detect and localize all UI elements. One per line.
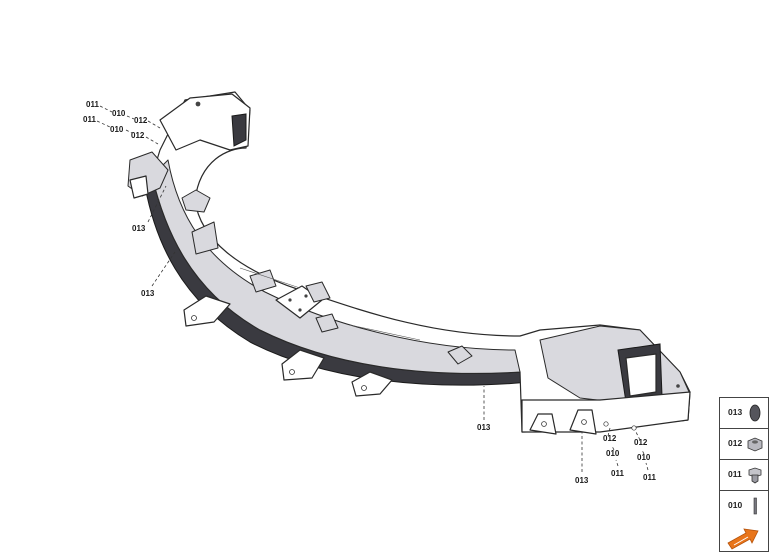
callout-labels: 011 010 012 011 010 012 013 013 013 013 … [83,100,656,485]
legend-row-011[interactable]: 011 [719,459,769,490]
callout-012-c: 012 [603,434,617,443]
leader-lines [96,105,649,472]
callout-011-b: 011 [83,115,96,124]
nut-icon [747,437,763,452]
callout-013-a: 013 [132,224,146,233]
next-page-button[interactable] [719,521,769,552]
legend-row-010[interactable]: 010 [719,490,769,521]
callout-012-b: 012 [131,131,145,140]
callout-010-c: 010 [606,449,620,458]
grommet-icon [749,404,761,422]
next-page-arrow-icon [727,528,759,550]
callout-012-a: 012 [134,116,148,125]
parts-legend: 013 012 011 010 [719,397,769,552]
frame-crossmember [127,91,691,435]
flange-nut-icon [748,467,762,484]
legend-code: 013 [728,407,743,417]
legend-code: 012 [728,438,743,448]
legend-row-012[interactable]: 012 [719,428,769,459]
callout-010-d: 010 [637,453,651,462]
screw-icon [753,497,757,515]
callout-011-a: 011 [86,100,99,109]
callout-013-d: 013 [575,476,589,485]
callout-010-a: 010 [112,109,126,118]
callout-012-d: 012 [634,438,648,447]
callout-010-b: 010 [110,125,124,134]
callout-011-c: 011 [611,469,624,478]
callout-013-c: 013 [477,423,491,432]
legend-code: 010 [728,500,743,510]
callout-011-d: 011 [643,473,656,482]
callout-013-b: 013 [141,289,155,298]
legend-code: 011 [728,469,742,479]
legend-row-013[interactable]: 013 [719,397,769,428]
